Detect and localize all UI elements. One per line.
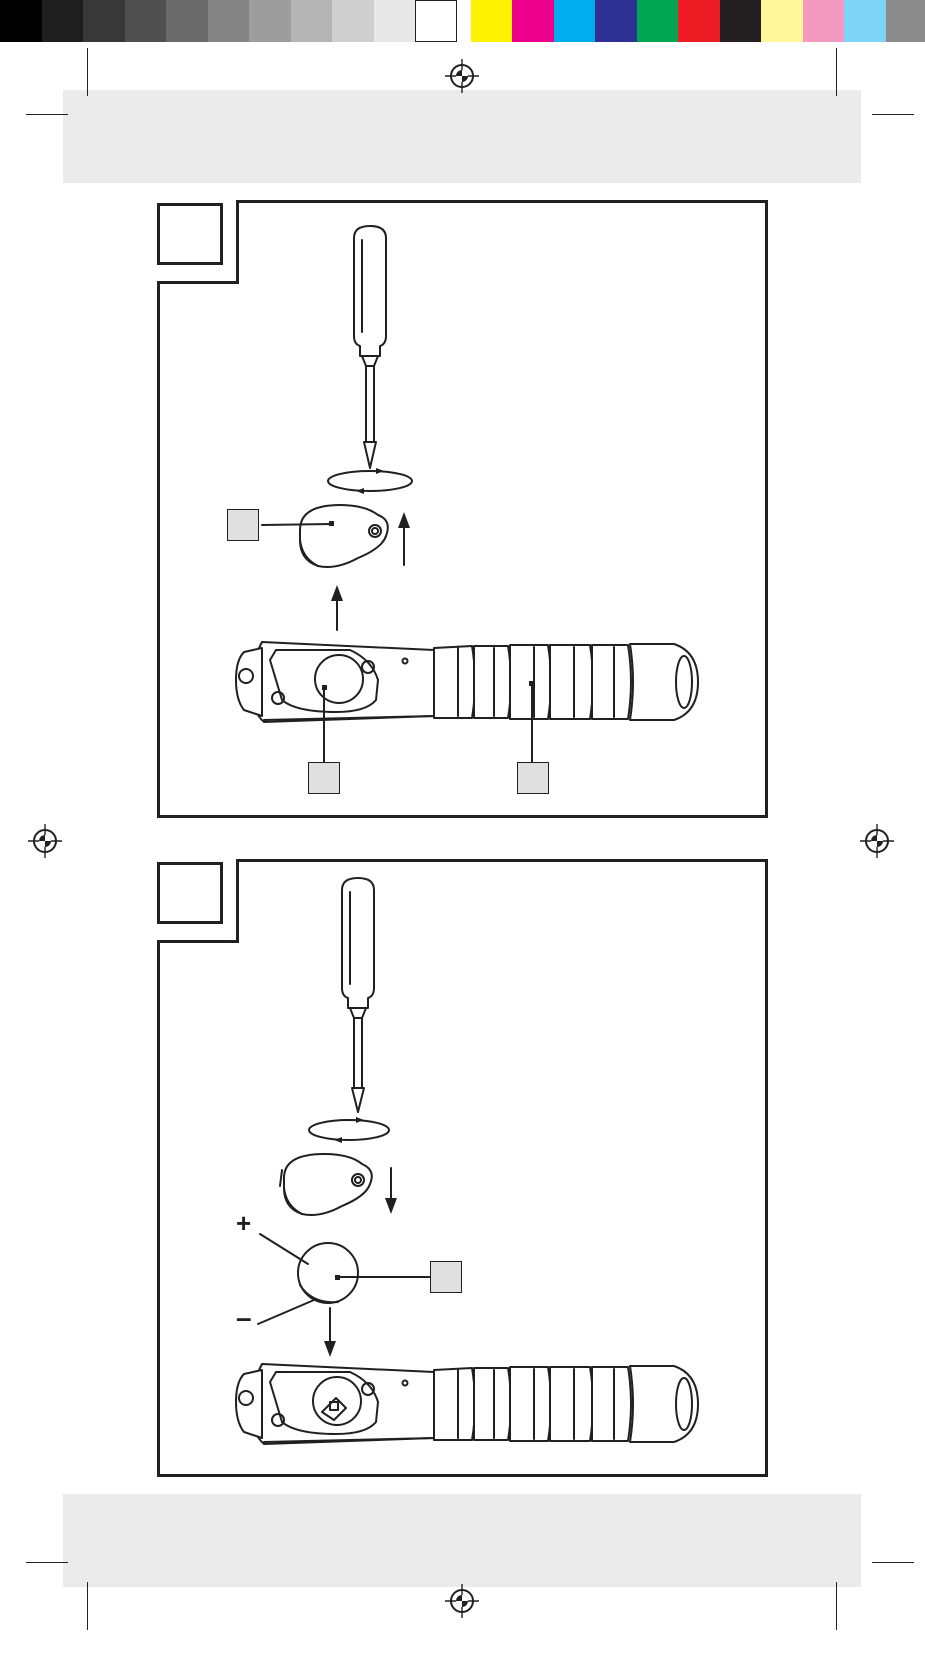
battery-cover-icon: [279, 1153, 373, 1216]
arrow-up-icon: [398, 512, 410, 566]
rotate-icon: [308, 1117, 390, 1143]
header-band: [63, 90, 861, 183]
arrow-down-icon: [324, 1307, 336, 1357]
leader-line: [259, 1233, 309, 1265]
rotate-icon: [327, 468, 413, 494]
gray-swatch: [290, 0, 332, 42]
gray-swatch: [373, 0, 415, 42]
process-swatch: [719, 0, 761, 42]
crop-mark-top-left-h: [26, 114, 68, 115]
leader-line: [257, 1299, 315, 1325]
process-swatch: [844, 0, 886, 42]
crop-mark-bottom-right-h: [872, 1562, 914, 1563]
registration-mark-icon: [445, 59, 479, 93]
arrow-down-icon: [385, 1167, 397, 1214]
figure-2-number-box: [157, 862, 223, 924]
gray-swatch: [249, 0, 291, 42]
registration-mark-icon: [28, 824, 62, 858]
flashlight-icon: [235, 641, 699, 723]
process-swatch: [470, 0, 512, 42]
gray-swatch: [415, 0, 457, 42]
leader-line: [261, 523, 332, 526]
coin-battery-icon: [297, 1242, 359, 1304]
crop-mark-bottom-left-h: [26, 1562, 68, 1563]
process-swatch: [512, 0, 554, 42]
registration-mark-icon: [445, 1584, 479, 1618]
gray-swatch: [332, 0, 374, 42]
crop-mark-top-right-v: [836, 48, 837, 96]
gray-swatch: [0, 0, 42, 42]
footer-band: [63, 1494, 861, 1587]
process-swatch: [595, 0, 637, 42]
registration-mark-icon: [860, 824, 894, 858]
process-swatch: [553, 0, 595, 42]
crop-mark-bottom-left-v: [87, 1582, 88, 1630]
gray-swatch: [207, 0, 249, 42]
gray-swatch: [166, 0, 208, 42]
figure-1-number-box: [157, 203, 223, 265]
process-swatch: [636, 0, 678, 42]
process-swatch: [761, 0, 803, 42]
arrow-up-icon: [331, 585, 343, 631]
callout-battery: [430, 1261, 462, 1293]
gray-swatch: [124, 0, 166, 42]
process-swatch: [802, 0, 844, 42]
process-swatch: [678, 0, 720, 42]
screwdriver-icon: [353, 225, 387, 469]
callout-handle: [517, 762, 549, 794]
callout-compartment: [308, 762, 340, 794]
crop-mark-top-right-h: [872, 114, 914, 115]
polarity-minus-label: –: [236, 1302, 252, 1333]
polarity-plus-label: +: [236, 1208, 252, 1238]
screwdriver-icon: [341, 877, 375, 1113]
process-swatch: [885, 0, 925, 42]
callout-cover: [227, 509, 259, 541]
gray-swatch: [83, 0, 125, 42]
gray-swatch: [41, 0, 83, 42]
crop-mark-top-left-v: [87, 48, 88, 96]
crop-mark-bottom-right-v: [836, 1582, 837, 1630]
flashlight-icon: [235, 1363, 699, 1445]
